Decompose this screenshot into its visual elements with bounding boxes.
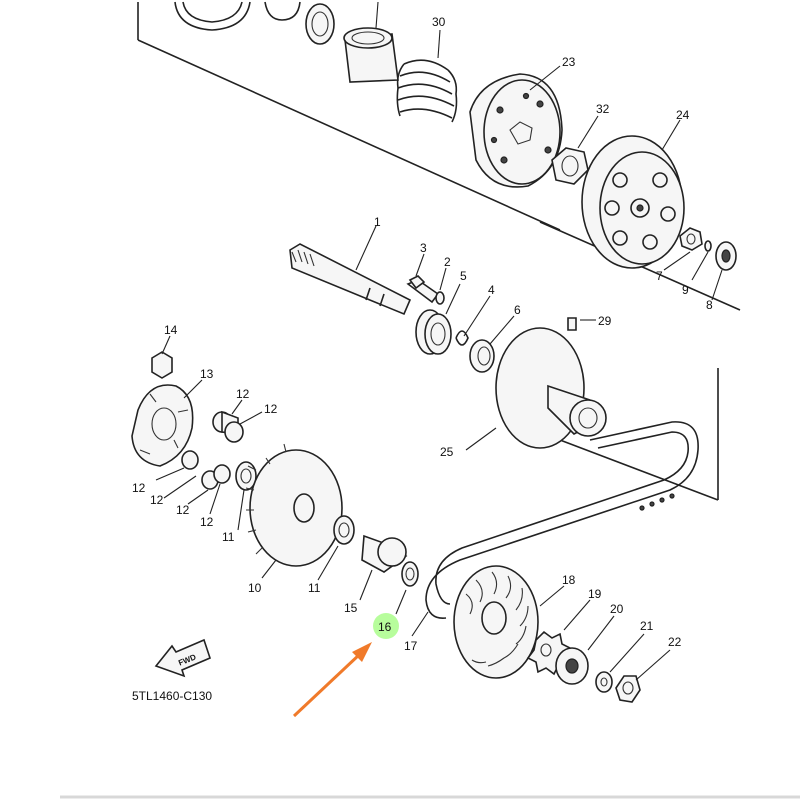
shaft-1 [289, 225, 412, 316]
drive-belt-17 [411, 421, 699, 637]
callout-12-b: 12 [264, 402, 278, 416]
clutch-housing-24 [581, 119, 685, 269]
callout-11-a: 11 [222, 530, 235, 544]
callout-10: 10 [248, 581, 262, 595]
clutch-carrier-23 [469, 65, 563, 188]
callout-32: 32 [596, 102, 610, 116]
callout-1: 1 [374, 215, 381, 229]
sheave-10-washers-11 [235, 443, 355, 581]
callout-9: 9 [682, 283, 689, 297]
callout-3: 3 [420, 241, 427, 255]
callout-24: 24 [676, 108, 690, 122]
orange-pointer-arrow [292, 642, 372, 718]
callout-12-c: 12 [132, 481, 146, 495]
callout-30: 30 [432, 15, 446, 29]
collar-15-washer-16 [359, 534, 419, 615]
slider-14-cam-plate-13 [131, 335, 203, 467]
bearing-5-clip-4-seal-6 [415, 283, 515, 373]
callout-13: 13 [200, 367, 214, 381]
callout-11-b: 11 [308, 581, 321, 595]
callout-18: 18 [562, 573, 576, 587]
fan-18-and-hardware [453, 565, 671, 703]
callout-12-f: 12 [200, 515, 214, 529]
callout-2: 2 [444, 255, 451, 269]
callout-4: 4 [488, 283, 495, 297]
parts-7-8-9 [663, 227, 737, 301]
nut-32 [551, 115, 599, 185]
callout-23: 23 [562, 55, 576, 69]
callout-21: 21 [640, 619, 654, 633]
callout-20: 20 [610, 602, 624, 616]
spring-30 [396, 29, 458, 123]
top-partial-parts [174, 1, 399, 83]
bolt-3-washer-2 [406, 253, 447, 305]
callout-16: 16 [378, 620, 392, 634]
callout-19: 19 [588, 587, 602, 601]
weight-rollers-12 [155, 399, 263, 515]
callout-5: 5 [460, 269, 467, 283]
callout-labels: 30 23 32 24 1 3 2 5 4 6 7 9 8 29 14 13 1… [132, 15, 713, 653]
callout-14: 14 [164, 323, 178, 337]
diagram-code: 5TL1460-C130 [132, 689, 212, 703]
callout-12-a: 12 [236, 387, 250, 401]
callout-12-d: 12 [150, 493, 164, 507]
highlight-circle-16 [373, 613, 399, 639]
callout-29: 29 [598, 314, 612, 328]
callout-25: 25 [440, 445, 454, 459]
callout-8: 8 [706, 298, 713, 312]
fwd-arrow-icon: FWD [154, 638, 211, 678]
secondary-sheave-25 [465, 317, 607, 451]
callout-22: 22 [668, 635, 682, 649]
callout-12-e: 12 [176, 503, 190, 517]
callout-6: 6 [514, 303, 521, 317]
callout-15: 15 [344, 601, 358, 615]
callout-17: 17 [404, 639, 418, 653]
callout-7: 7 [656, 269, 663, 283]
